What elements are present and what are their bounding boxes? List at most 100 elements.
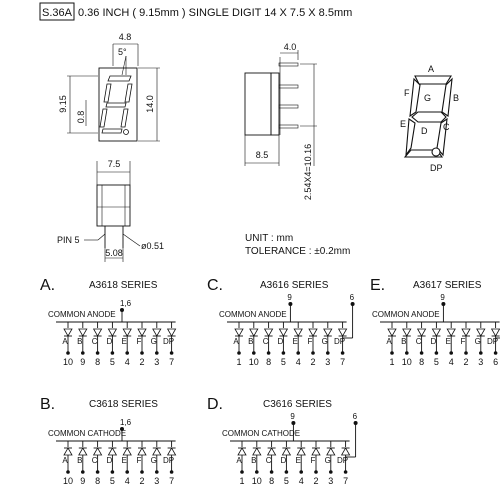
pin-number: 5 <box>284 476 289 486</box>
segment-name: D <box>431 337 437 346</box>
common-pin-number: 1,6 <box>120 418 132 427</box>
segment-name: DP <box>337 456 348 465</box>
segment-name: C <box>416 337 422 346</box>
dim-pin-length: 4.0 <box>284 42 297 52</box>
pin-number: 2 <box>139 357 144 367</box>
segment-label-g: G <box>424 93 431 103</box>
segment-name: B <box>251 456 256 465</box>
dim-body-depth: 8.5 <box>256 150 269 160</box>
common-label: COMMON ANODE <box>372 310 440 319</box>
pin-number: 6 <box>493 357 498 367</box>
led-diode <box>78 447 88 456</box>
dim-pin-dia: ø0.51 <box>141 241 164 251</box>
pin-number: 9 <box>80 357 85 367</box>
side-view: 4.0 2.54X4=10.16 8.5 <box>244 42 317 200</box>
common-pin-dot <box>441 302 446 306</box>
segment-name: G <box>475 337 481 346</box>
segment-name: E <box>122 337 127 346</box>
circuit-series: A3618 SERIES <box>89 280 158 291</box>
led-diode <box>122 328 132 337</box>
pin-number: 3 <box>154 476 159 486</box>
pin-number: 3 <box>478 357 483 367</box>
pin-dot <box>140 470 144 474</box>
segment-name: G <box>322 337 328 346</box>
pin-number: 4 <box>296 357 301 367</box>
pin-number: 4 <box>125 476 130 486</box>
segment-name: A <box>233 337 239 346</box>
dim-angle: 5° <box>118 47 127 57</box>
pin-number: 2 <box>139 476 144 486</box>
segment-name: C <box>92 456 98 465</box>
common-pin-number: 6 <box>350 293 355 302</box>
dim-height: 14.0 <box>145 95 155 113</box>
circuit-letter: D. <box>207 396 223 413</box>
pin-dot <box>95 470 100 474</box>
side-body <box>244 72 272 136</box>
pin-number: 2 <box>310 357 315 367</box>
led-diode <box>63 447 73 456</box>
circuit-series: A3616 SERIES <box>260 280 329 291</box>
pin-dot <box>284 470 289 474</box>
led-diode <box>92 328 103 337</box>
segment-label-dp: DP <box>430 163 443 173</box>
dim-bottom-width: 7.5 <box>108 159 121 169</box>
common-pin-dot <box>353 421 358 425</box>
pin-number: 10 <box>252 476 262 486</box>
dim-top-width: 4.8 <box>119 32 132 42</box>
led-diode <box>107 447 118 456</box>
pin-dot <box>169 351 174 355</box>
led-diode <box>137 447 147 456</box>
segment-name: D <box>107 456 113 465</box>
pin-dot <box>266 351 271 355</box>
front-digit-outline <box>99 75 133 135</box>
common-label: COMMON ANODE <box>219 310 287 319</box>
led-diode <box>476 328 486 337</box>
pin5-label: PIN 5 <box>57 235 80 245</box>
pin-number: 7 <box>340 357 345 367</box>
pin-number: 1 <box>236 357 241 367</box>
pin-number: 8 <box>95 476 100 486</box>
common-pin-number: 9 <box>287 293 292 302</box>
pin-number: 8 <box>419 357 424 367</box>
segment-name: D <box>281 456 287 465</box>
segment-name: DP <box>334 337 345 346</box>
segment-dp-shape <box>431 147 441 157</box>
led-diode <box>252 447 262 456</box>
pin-number: 4 <box>125 357 130 367</box>
segment-label-e: E <box>400 119 406 129</box>
led-diode <box>166 447 177 456</box>
circuit-letter: C. <box>207 277 223 294</box>
common-pin-dot <box>120 308 124 312</box>
led-diode <box>326 447 336 456</box>
pin-dot <box>479 351 483 355</box>
pin-number: 3 <box>154 357 159 367</box>
pin-dot <box>125 470 129 474</box>
led-diode <box>387 328 397 337</box>
segment-label-b: B <box>453 93 459 103</box>
segment-b-shape <box>441 77 453 117</box>
header-description: 0.36 INCH ( 9.15mm ) SINGLE DIGIT 14 X 7… <box>78 7 352 19</box>
pin-dot <box>269 470 274 474</box>
segment-name: F <box>461 337 466 346</box>
dim-pin-pitch: 2.54X4=10.16 <box>303 144 313 200</box>
pin-number: 5 <box>110 476 115 486</box>
pin-dot <box>493 351 498 355</box>
segment-name: D <box>107 337 113 346</box>
segment-name: E <box>293 337 298 346</box>
dim-seg-width: 0.8 <box>76 111 86 124</box>
pin-dot <box>434 351 439 355</box>
segment-name: C <box>92 337 98 346</box>
led-diode <box>281 447 292 456</box>
pin-dot <box>464 351 468 355</box>
pin-dot <box>66 470 70 474</box>
led-diode <box>249 328 259 337</box>
segment-name: D <box>278 337 284 346</box>
pin-dot <box>237 351 241 355</box>
segment-name: G <box>325 456 331 465</box>
pin-number: 4 <box>299 476 304 486</box>
